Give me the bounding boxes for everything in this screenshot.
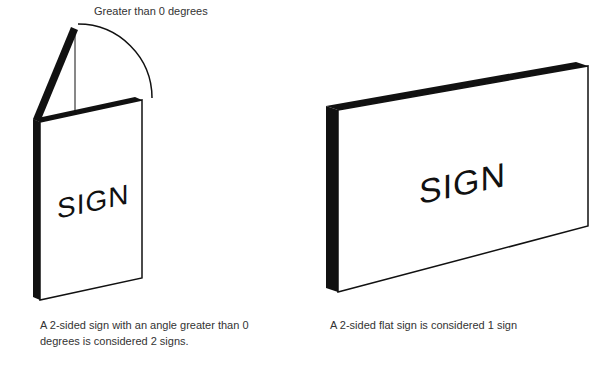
caption-text: A 2-sided flat sign is considered 1 sign: [330, 318, 517, 334]
angle-arc: [78, 24, 152, 98]
caption-text: A 2-sided sign with an angle greater tha…: [40, 318, 255, 350]
sign-face-outline: [338, 66, 588, 292]
angle-label: Greater than 0 degrees: [94, 4, 208, 20]
sign-edge: [33, 119, 40, 300]
sign-face: SIGN: [40, 100, 142, 300]
sign-face-outline: [40, 100, 142, 300]
sign-edge: [326, 106, 338, 292]
panel-edge: [75, 29, 76, 114]
angled-panel: [33, 27, 78, 122]
sign-face: SIGN: [338, 66, 588, 292]
